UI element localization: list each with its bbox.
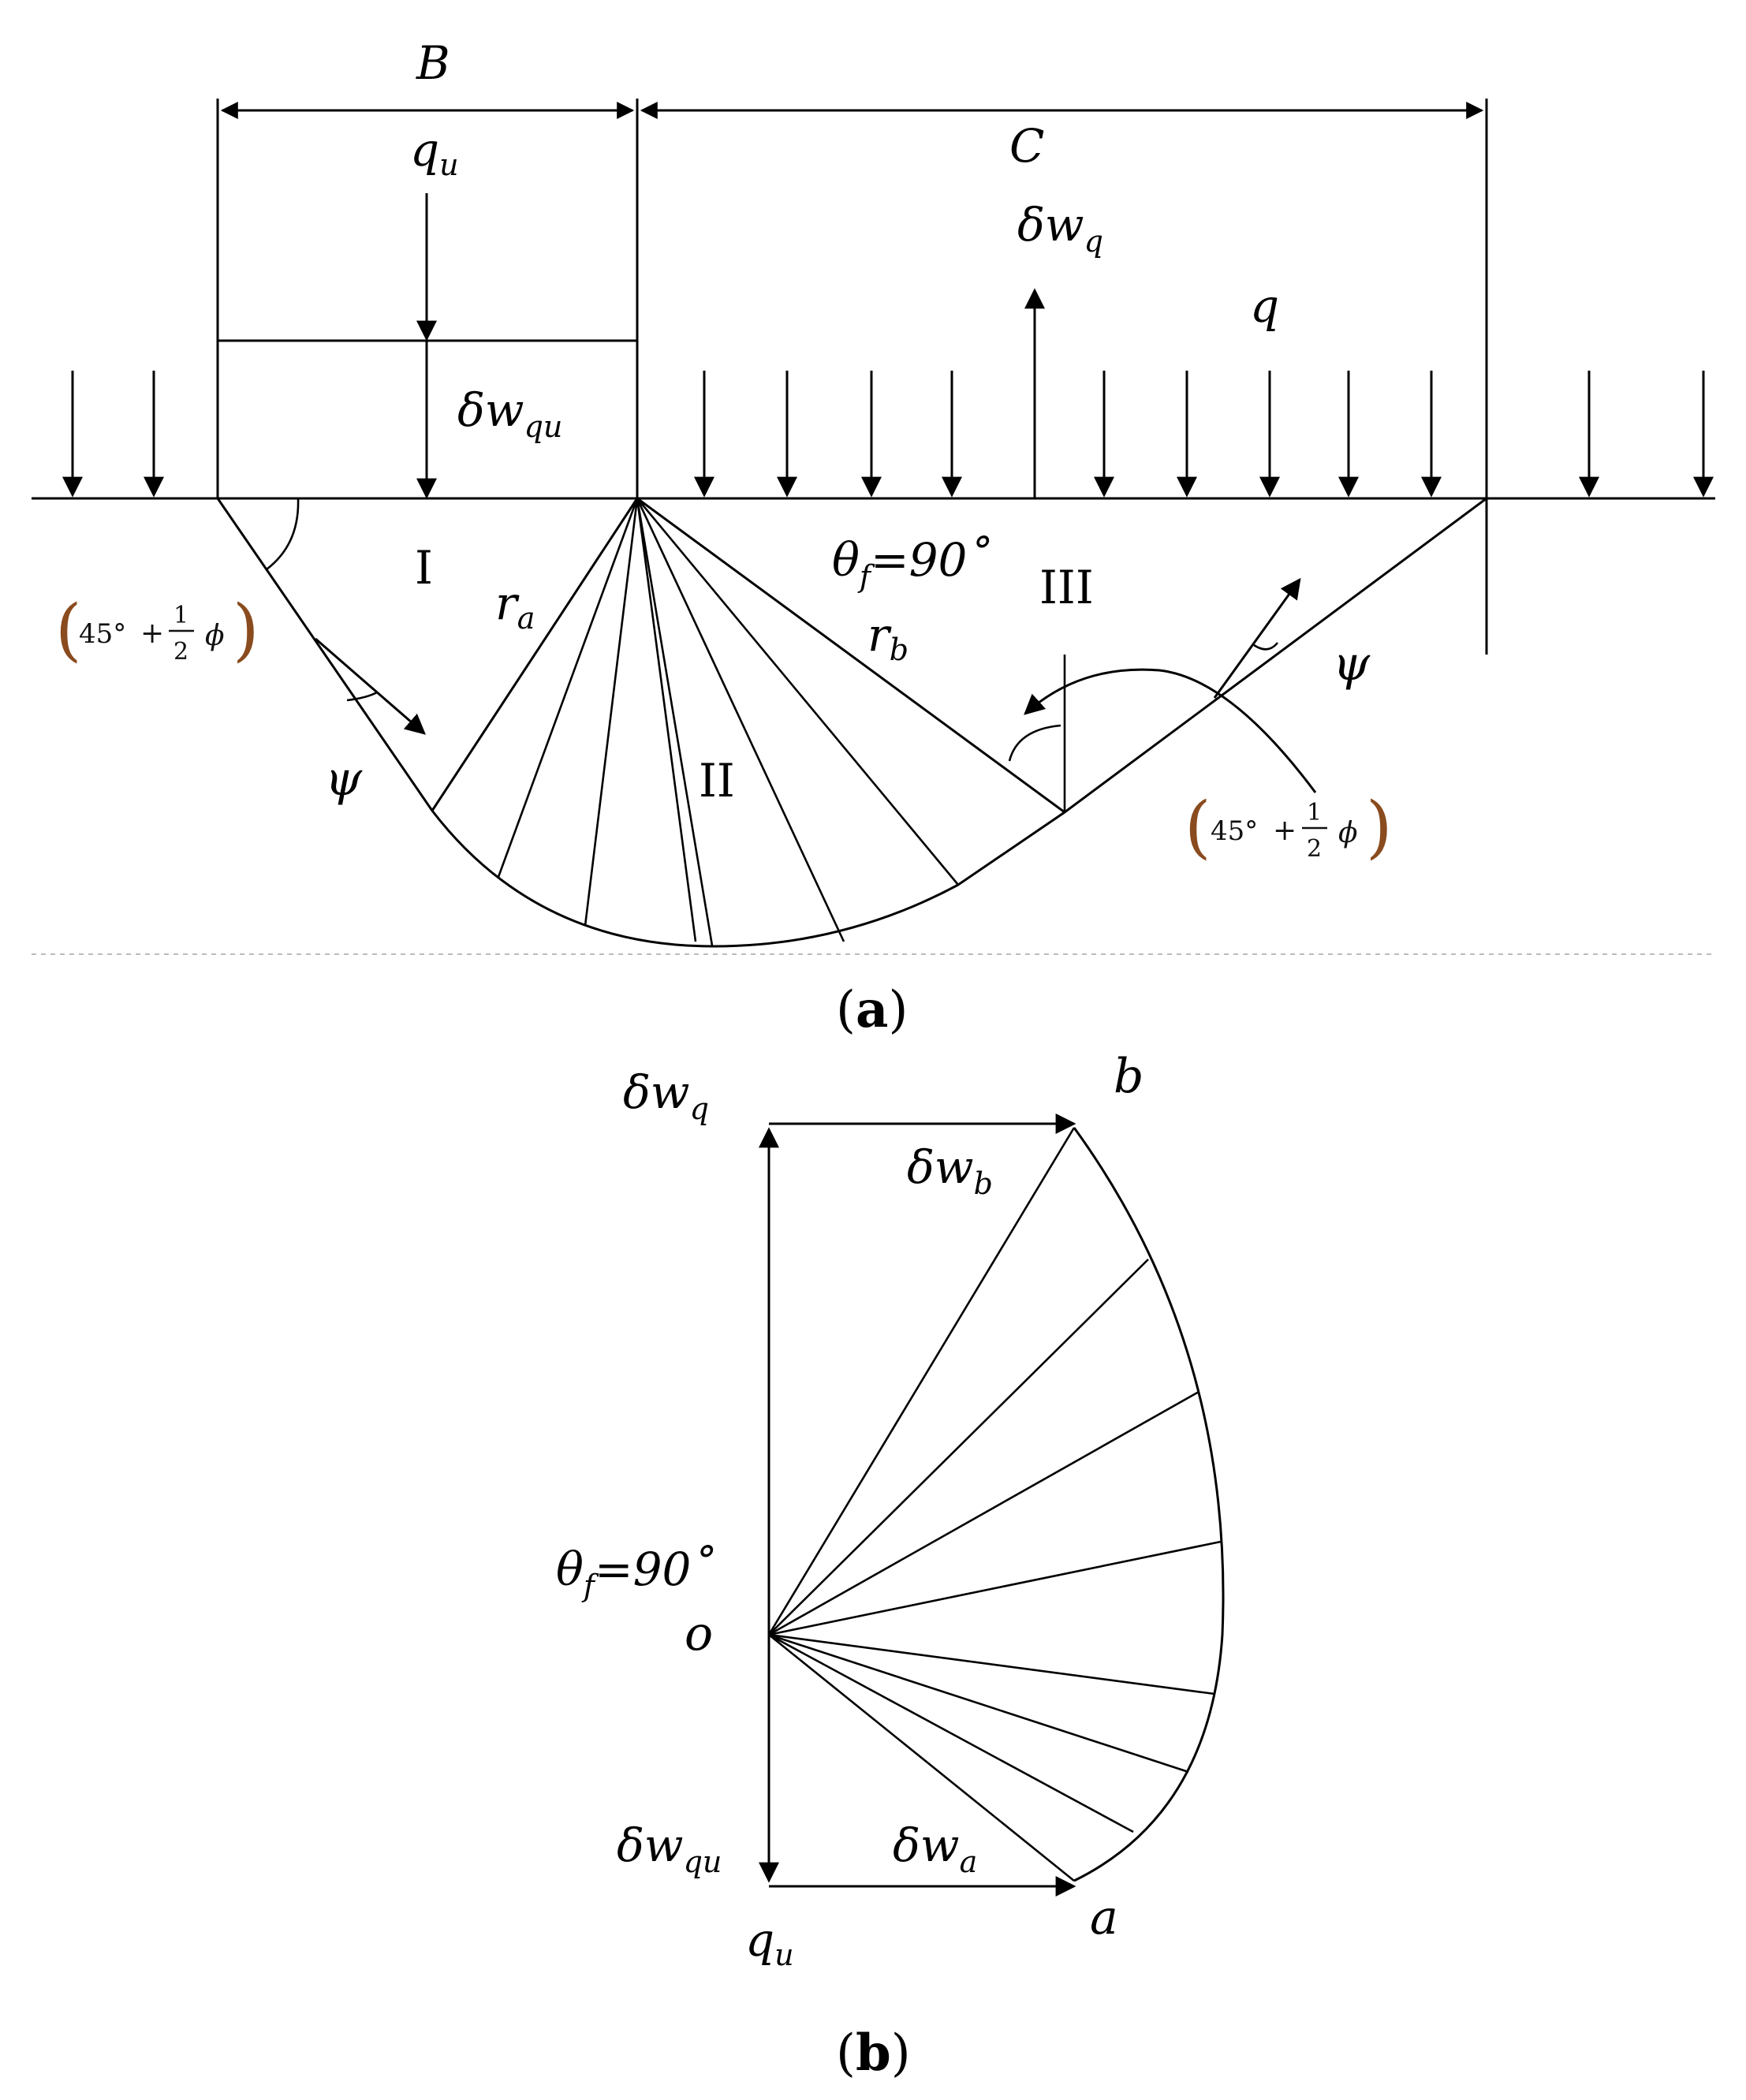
label-qu-b: qu bbox=[745, 1913, 794, 1972]
caption-a: (a) bbox=[836, 980, 908, 1039]
label-dwq: δwq bbox=[1017, 198, 1103, 259]
label-o: o bbox=[685, 1606, 713, 1662]
label-dwqu-b: δwqu bbox=[617, 1818, 722, 1879]
label-b-point: b bbox=[1114, 1049, 1143, 1104]
zone-iii-label: III bbox=[1039, 561, 1094, 614]
label-theta-a: θf=90˚ bbox=[832, 533, 990, 594]
label-ra: ra bbox=[495, 576, 535, 636]
radial-fan-lines bbox=[497, 498, 960, 946]
label-psi-left: ψ bbox=[325, 752, 363, 807]
label-c: C bbox=[1009, 119, 1044, 173]
velocity-fan-rays bbox=[767, 1127, 1222, 1882]
angle-pointer-arrow bbox=[1024, 668, 1317, 793]
label-b: B bbox=[416, 36, 450, 90]
label-psi-right: ψ bbox=[1333, 636, 1371, 692]
surcharge-arrows bbox=[62, 371, 1714, 498]
label-a-point: a bbox=[1090, 1890, 1118, 1945]
svg-text:(: ( bbox=[1185, 788, 1211, 867]
velocity-arc bbox=[1073, 1127, 1225, 1882]
caption-b: (b) bbox=[836, 2024, 911, 2083]
left-angle-arc bbox=[266, 498, 300, 571]
label-theta-b: θf=90˚ bbox=[556, 1542, 714, 1603]
failure-surface bbox=[216, 497, 1487, 948]
svg-text:2: 2 bbox=[1307, 835, 1322, 863]
left-velocity-arrow bbox=[315, 637, 426, 735]
svg-text:45°: 45° bbox=[1211, 815, 1258, 847]
zone-ii-label: II bbox=[699, 754, 735, 808]
panel-a: B C qu δwq q δwqu I II III ra rb θf=90˚ … bbox=[32, 36, 1715, 1039]
zone-iii-boundary bbox=[636, 497, 1065, 814]
svg-text:1: 1 bbox=[173, 602, 188, 629]
label-rb: rb bbox=[867, 608, 908, 667]
svg-text:ϕ: ϕ bbox=[205, 620, 225, 652]
svg-text:+: + bbox=[1273, 815, 1296, 847]
panel-b: δwq b δwb θf=90˚ o δwqu δwa a qu (b) bbox=[556, 1049, 1225, 2083]
svg-text:2: 2 bbox=[173, 638, 188, 666]
svg-text:+: + bbox=[140, 617, 164, 650]
zone-i-label: I bbox=[415, 541, 433, 595]
right-velocity-arrow bbox=[1213, 577, 1301, 699]
svg-text:45°: 45° bbox=[79, 618, 126, 650]
angle-expression-right: ( 45° + 1 2 ϕ ) bbox=[1185, 788, 1393, 867]
zone-i-boundary bbox=[431, 498, 639, 811]
svg-text:): ) bbox=[233, 591, 259, 670]
label-dwa: δwa bbox=[893, 1818, 977, 1879]
label-q: q bbox=[1250, 279, 1279, 333]
svg-text:(: ( bbox=[55, 591, 82, 670]
svg-text:ϕ: ϕ bbox=[1338, 817, 1358, 849]
label-dwqu: δwqu bbox=[457, 383, 562, 444]
label-qu: qu bbox=[410, 123, 459, 182]
svg-text:): ) bbox=[1366, 788, 1393, 867]
angle-expression-left: ( 45° + 1 2 ϕ ) bbox=[55, 591, 259, 670]
svg-text:1: 1 bbox=[1307, 799, 1322, 826]
failure-mechanism bbox=[216, 497, 1487, 948]
label-dwq-b: δwq bbox=[623, 1065, 709, 1126]
label-dwb: δwb bbox=[907, 1140, 993, 1201]
